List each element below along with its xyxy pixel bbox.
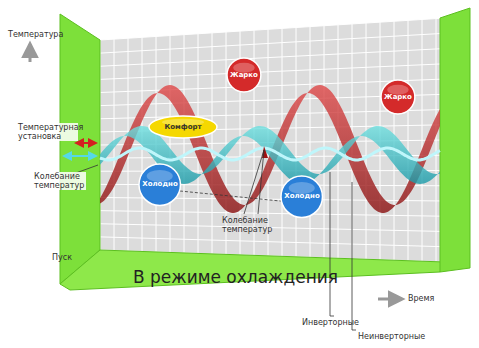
bubble-text: Жарко <box>226 57 262 78</box>
floor <box>60 250 445 290</box>
annotation-label: Инверторные <box>302 318 359 327</box>
bubble-text: Холодно <box>280 175 323 200</box>
bubble-text: Жарко <box>380 79 416 100</box>
temperature-arrow <box>29 44 32 62</box>
wall-grid <box>100 18 445 262</box>
temperature-bubble: Жарко <box>226 57 262 93</box>
bubble-text: Холодно <box>138 163 181 188</box>
temperature-bubble: Жарко <box>380 79 416 115</box>
inverter-band <box>100 126 440 184</box>
annotation-label: Колебание температур <box>222 216 278 234</box>
right-wall <box>440 8 470 272</box>
inverter-line <box>100 148 440 160</box>
back-wall <box>100 18 445 262</box>
wave-marker <box>262 146 268 158</box>
swing-arrow <box>64 155 96 157</box>
annotation-label: Пуск <box>52 253 72 262</box>
comfort-ellipse: Комфорт <box>148 115 218 139</box>
annotation-label: Время <box>408 294 434 303</box>
annotation-label: Колебание температур <box>34 172 86 190</box>
annotation-label: Неинверторные <box>358 332 425 341</box>
temperature-bubble: Холодно <box>280 175 323 218</box>
left-wall <box>60 14 100 284</box>
diagram-title: В режиме охлаждения <box>133 268 338 288</box>
bubble-text: Комфорт <box>148 115 218 131</box>
time-arrow <box>378 298 402 301</box>
temperature-bubble: Холодно <box>138 163 181 206</box>
setpoint-arrow <box>76 142 96 144</box>
annotation-label: Температурная установка <box>18 123 78 141</box>
leader-lines <box>62 150 356 330</box>
annotation-label: Температура <box>8 30 63 39</box>
